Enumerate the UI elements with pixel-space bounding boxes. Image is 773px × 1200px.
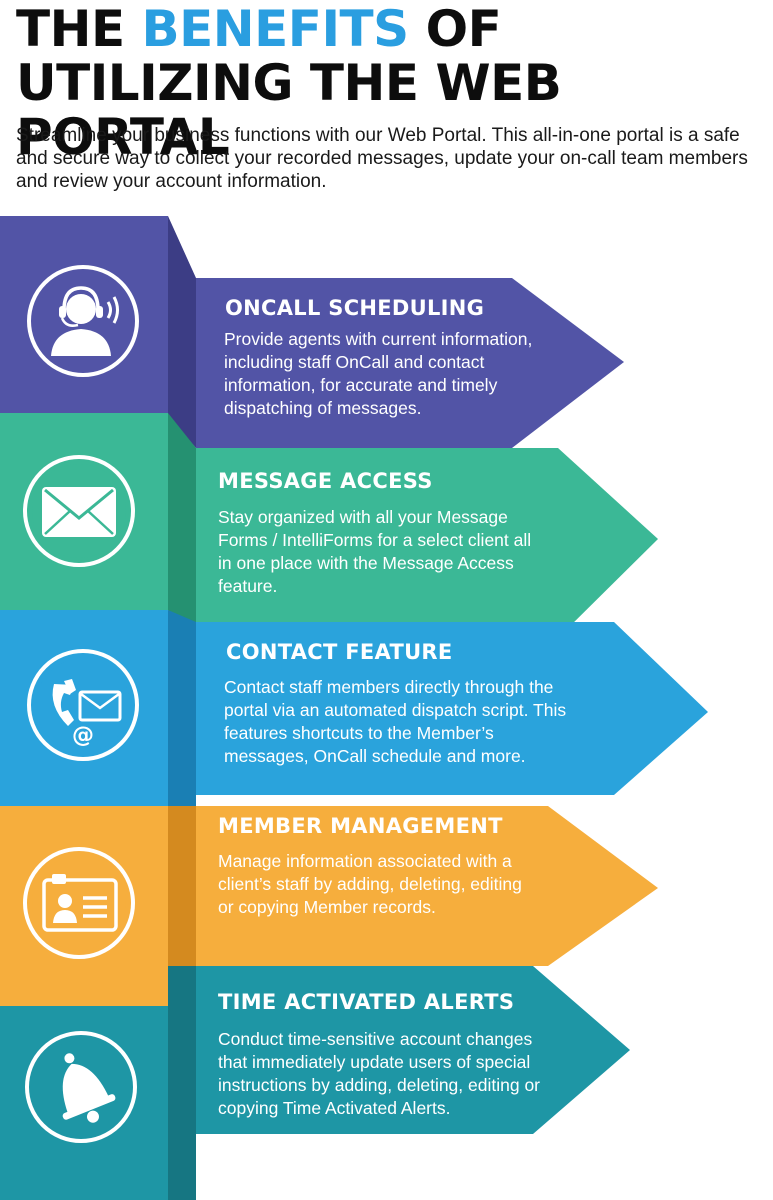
section-description: Contact staff members directly through t…	[224, 677, 567, 766]
title-highlight: BENEFITS	[141, 0, 410, 58]
section-heading: ONCALL SCHEDULING	[225, 296, 485, 320]
section-oncall-scheduling: ONCALL SCHEDULING Provide agents with cu…	[0, 216, 773, 448]
title-pre: THE	[16, 0, 142, 58]
section-message-access: MESSAGE ACCESS Stay organized with all y…	[0, 413, 773, 638]
section-member-bg	[0, 806, 658, 1006]
title-line1: THE BENEFITS OF	[16, 0, 502, 58]
section-heading: TIME ACTIVATED ALERTS	[218, 990, 515, 1014]
svg-text:@: @	[72, 723, 94, 748]
section-message-bg	[0, 413, 658, 638]
section-member-management: MEMBER MANAGEMENT Manage information ass…	[0, 806, 773, 1006]
section-description: Provide agents with current information,…	[224, 329, 533, 418]
page-title: THE BENEFITS OF UTILIZING THE WEB PORTAL	[16, 2, 773, 164]
intro-text: Streamline your business functions with …	[16, 125, 748, 192]
section-heading: CONTACT FEATURE	[226, 640, 453, 664]
section-heading: MESSAGE ACCESS	[218, 469, 433, 493]
section-time-activated-alerts: TIME ACTIVATED ALERTS Conduct time-sensi…	[0, 966, 773, 1200]
section-contact-feature: @ CONTACT FEATURE Contact staff members …	[0, 610, 773, 810]
title-post: OF	[408, 0, 502, 58]
section-description: Conduct time-sensitive account changes t…	[218, 1029, 541, 1118]
section-alerts-bg	[0, 966, 630, 1200]
section-heading: MEMBER MANAGEMENT	[218, 814, 503, 838]
section-description: Stay organized with all your Message For…	[218, 507, 532, 596]
section-description: Manage information associated with a cli…	[218, 851, 522, 917]
title-line2: UTILIZING THE WEB PORTAL	[16, 54, 562, 166]
